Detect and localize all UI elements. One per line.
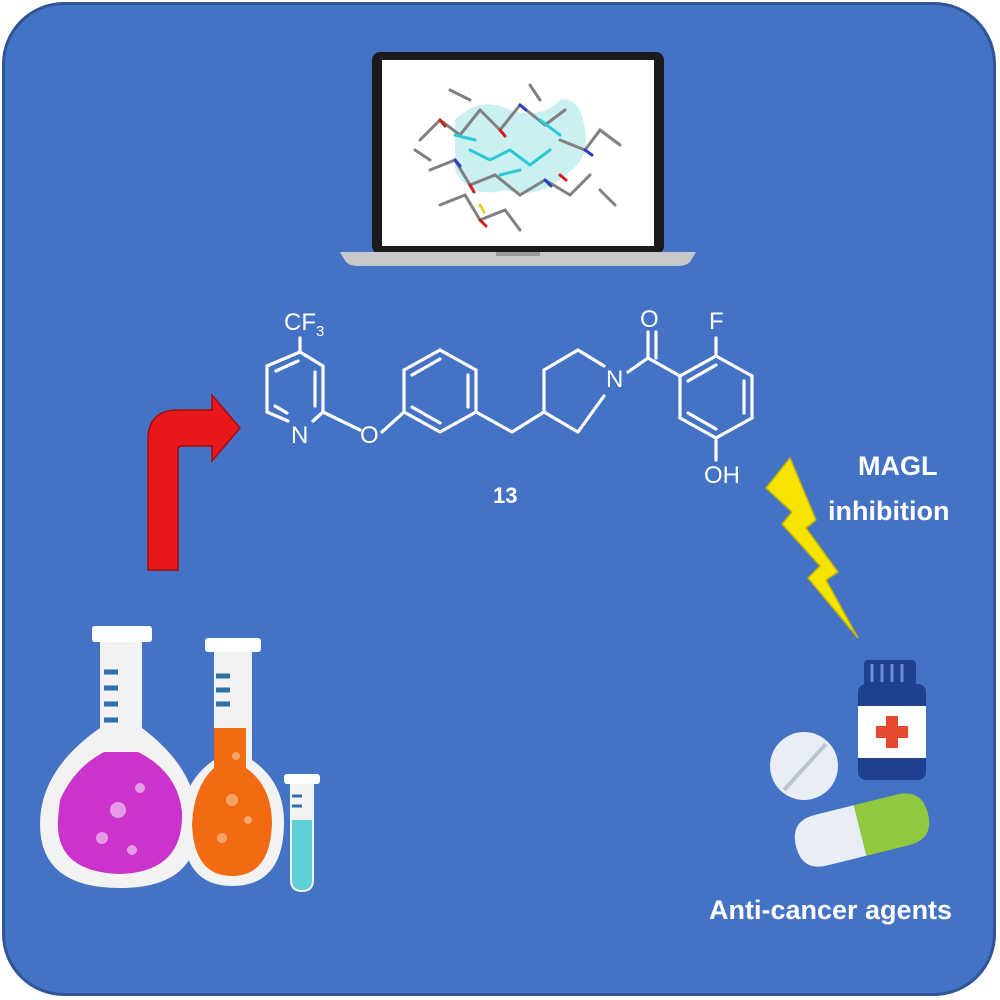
lightning-icon — [764, 456, 859, 639]
test-tube-icon — [284, 774, 320, 892]
capsule-icon — [794, 793, 930, 867]
anticancer-agents-label: Anti-cancer agents — [709, 895, 953, 925]
inhibition-label: inhibition — [828, 496, 950, 526]
atom-label-pyridine-nitrogen: N — [291, 422, 309, 449]
flask-icon — [40, 626, 198, 888]
arrow-icon — [147, 392, 241, 571]
atom-label-cf3-subscript: 3 — [316, 322, 325, 340]
laptop-icon — [340, 52, 696, 266]
atom-label-cf3: CF3 — [284, 311, 324, 344]
medicine-bottle-icon — [858, 660, 926, 780]
atom-label-fluorine: F — [709, 308, 724, 335]
compound-number-label: 13 — [493, 483, 518, 508]
compound-13-structure — [265, 330, 754, 462]
atom-label-cf3-main: CF — [284, 309, 316, 336]
atom-label-hydroxyl: OH — [704, 462, 740, 489]
pill-icon — [770, 732, 838, 800]
atom-label-piperidine-nitrogen: N — [606, 366, 624, 393]
flask-icon — [182, 638, 284, 886]
atom-label-ether-oxygen: O — [360, 422, 379, 449]
magl-label: MAGL — [858, 451, 938, 481]
protein-structure-image — [413, 83, 622, 232]
atom-label-carbonyl-oxygen: O — [640, 306, 659, 333]
